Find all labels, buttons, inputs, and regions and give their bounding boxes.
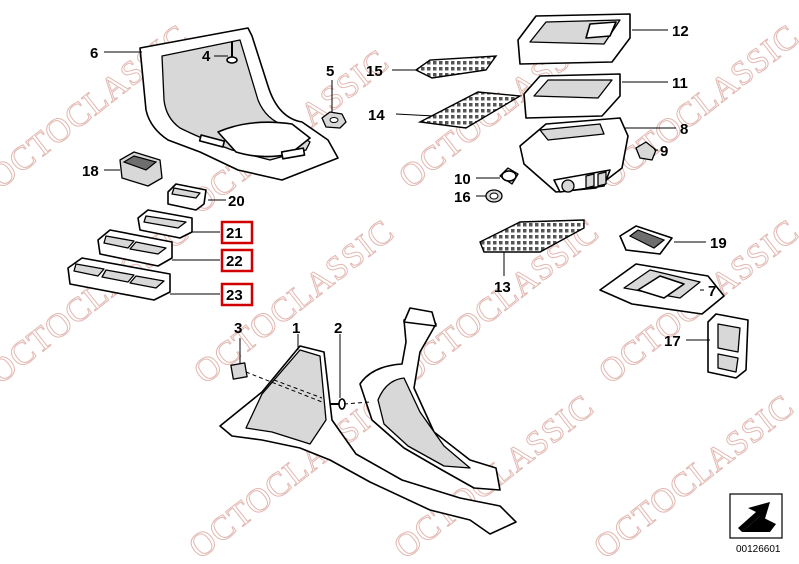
highlight-box-22	[220, 248, 254, 273]
highlight-box-21	[220, 220, 254, 245]
callout-17[interactable]: 17	[664, 333, 681, 350]
part-12-storage-box	[517, 13, 631, 65]
part-16-ring	[485, 189, 503, 203]
part-14-grille-mat	[417, 91, 523, 129]
diagram-id: 00126601	[736, 544, 781, 555]
callout-11[interactable]: 11	[672, 75, 688, 92]
part-22-switch-panel	[97, 229, 173, 267]
part-10-plug	[499, 167, 519, 185]
part-9-clip	[635, 141, 657, 161]
callout-4[interactable]: 4	[202, 48, 211, 65]
callout-labels: 6 4 5 18 20 21 22 23 3 1 2 12 15 11 14 8…	[82, 23, 727, 350]
leader-lines	[104, 29, 710, 398]
callout-5[interactable]: 5	[326, 63, 334, 80]
callout-20[interactable]: 20	[228, 193, 245, 210]
part-7-shifter-panel	[599, 263, 725, 315]
callout-14[interactable]: 14	[368, 107, 385, 124]
callout-13[interactable]: 13	[494, 279, 511, 296]
part-5-nut	[321, 111, 347, 129]
callout-16[interactable]: 16	[454, 189, 471, 206]
part-23-switch-panel	[67, 257, 171, 301]
callout-23[interactable]: 23	[226, 287, 243, 304]
callout-9[interactable]: 9	[660, 143, 668, 160]
part-11-storage-box	[523, 73, 621, 119]
orientation-arrow-icon	[729, 493, 783, 539]
part-21-switch-panel	[137, 209, 193, 239]
part-15-grille-mat	[414, 55, 498, 79]
callout-8[interactable]: 8	[680, 121, 688, 138]
part-18-switch-bezel	[119, 151, 163, 187]
callout-15[interactable]: 15	[366, 63, 383, 80]
callout-19[interactable]: 19	[710, 235, 727, 252]
callout-21[interactable]: 21	[226, 225, 243, 242]
part-3-clip	[230, 362, 248, 380]
part-8-ashtray-housing	[519, 117, 629, 193]
callout-22[interactable]: 22	[226, 253, 243, 270]
callout-7[interactable]: 7	[708, 283, 716, 300]
part-13-grille-mat	[479, 219, 585, 253]
part-20-blank-cover	[167, 183, 207, 211]
callout-2[interactable]: 2	[334, 320, 342, 337]
callout-3[interactable]: 3	[234, 320, 242, 337]
callout-6[interactable]: 6	[90, 45, 98, 62]
part-6-console-trim	[139, 27, 339, 181]
callout-12[interactable]: 12	[672, 23, 689, 40]
part-19-bezel	[619, 225, 673, 255]
callout-18[interactable]: 18	[82, 163, 99, 180]
highlight-boxes	[220, 220, 254, 307]
part-1-center-console	[219, 307, 517, 535]
callout-1[interactable]: 1	[292, 320, 300, 337]
callout-10[interactable]: 10	[454, 171, 471, 188]
part-4-screw	[226, 42, 238, 64]
highlight-box-23	[220, 282, 254, 307]
part-17-bracket	[707, 313, 749, 379]
